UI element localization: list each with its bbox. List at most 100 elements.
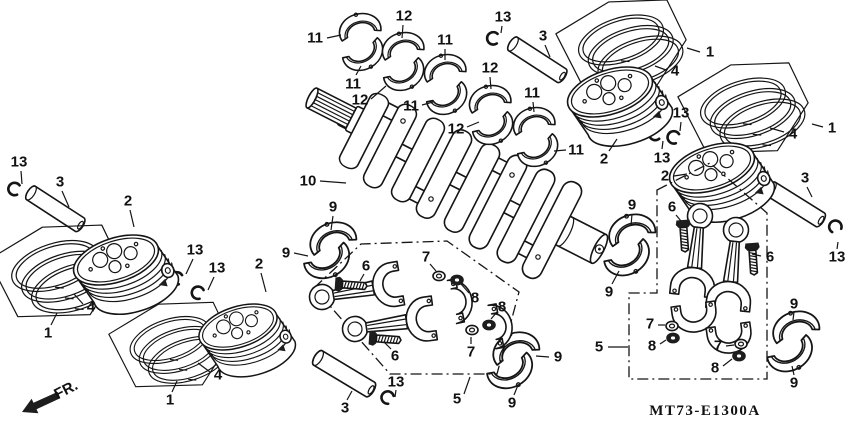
rod-bolt bbox=[743, 241, 763, 277]
callout-10: 10 bbox=[300, 173, 317, 190]
callout-8: 8 bbox=[498, 299, 506, 316]
leader-line bbox=[630, 213, 633, 227]
rod-nut bbox=[481, 319, 497, 331]
callout-9: 9 bbox=[282, 245, 290, 262]
leader-line bbox=[293, 252, 309, 257]
callout-11: 11 bbox=[524, 85, 540, 102]
callout-11: 11 bbox=[437, 32, 453, 49]
leader-line bbox=[370, 85, 387, 100]
callout-11: 11 bbox=[345, 76, 361, 93]
callout-9: 9 bbox=[508, 395, 516, 412]
rod-washer bbox=[432, 270, 446, 282]
callout-3: 3 bbox=[539, 28, 547, 45]
callout-5: 5 bbox=[453, 391, 461, 408]
leader-line bbox=[207, 276, 215, 291]
rod-washer bbox=[734, 338, 748, 350]
leader-line bbox=[679, 121, 682, 132]
leader-line bbox=[811, 123, 824, 128]
leader-line bbox=[608, 138, 618, 152]
leader-line bbox=[490, 311, 498, 320]
leader-line bbox=[185, 258, 194, 275]
leader-line bbox=[466, 121, 480, 128]
pin-clip bbox=[485, 30, 500, 47]
callout-11: 11 bbox=[307, 30, 323, 47]
callout-12: 12 bbox=[448, 121, 465, 138]
rod-assembly-outline bbox=[313, 240, 520, 375]
leader-line bbox=[319, 180, 347, 184]
callout-8: 8 bbox=[471, 290, 479, 307]
leader-line bbox=[673, 173, 688, 177]
piston-pin bbox=[309, 348, 379, 400]
pin-clip bbox=[188, 283, 206, 302]
rod-nut bbox=[665, 332, 681, 344]
leader-line bbox=[675, 214, 682, 222]
leader-line bbox=[330, 215, 334, 231]
callout-2: 2 bbox=[661, 168, 669, 185]
leader-line bbox=[661, 140, 664, 150]
callout-8: 8 bbox=[711, 360, 719, 377]
callout-2: 2 bbox=[124, 193, 132, 210]
leader-line bbox=[460, 283, 470, 294]
callout-4: 4 bbox=[671, 63, 680, 80]
main-bearing-lower bbox=[425, 80, 475, 124]
callout-2: 2 bbox=[600, 151, 608, 168]
leader-line bbox=[50, 312, 58, 326]
oil-hole bbox=[400, 118, 406, 124]
oil-hole bbox=[509, 172, 515, 178]
callout-9: 9 bbox=[628, 197, 636, 214]
leader-line bbox=[553, 149, 567, 152]
callout-4: 4 bbox=[214, 367, 223, 384]
leader-line bbox=[429, 263, 437, 272]
leader-line bbox=[346, 390, 353, 401]
rod-washer bbox=[665, 320, 679, 332]
callout-13: 13 bbox=[187, 242, 204, 259]
leader-line bbox=[535, 355, 550, 358]
leader-line bbox=[654, 65, 667, 71]
piston bbox=[66, 221, 186, 328]
callout-3: 3 bbox=[56, 174, 64, 191]
leader-line bbox=[171, 380, 178, 393]
diagram-code: MT73-E1300A bbox=[649, 403, 761, 419]
leader-line bbox=[792, 311, 795, 321]
callout-8: 8 bbox=[648, 338, 656, 355]
main-bearing-lower bbox=[341, 36, 391, 80]
callout-13: 13 bbox=[388, 374, 405, 391]
leader-line bbox=[769, 127, 785, 133]
main-bearing-upper bbox=[508, 100, 557, 137]
callout-3: 3 bbox=[801, 170, 809, 187]
leader-line bbox=[806, 186, 813, 198]
rod-bearing-upper bbox=[486, 323, 542, 367]
callout-7: 7 bbox=[422, 249, 430, 266]
leader-line bbox=[489, 76, 492, 90]
callout-4: 4 bbox=[87, 299, 96, 316]
callout-12: 12 bbox=[396, 8, 413, 25]
leader-line bbox=[791, 365, 795, 376]
callout-12: 12 bbox=[482, 60, 499, 77]
callout-12: 12 bbox=[352, 92, 369, 109]
leader-line bbox=[20, 170, 23, 185]
pin-clip bbox=[5, 179, 22, 198]
callout-6: 6 bbox=[668, 199, 676, 216]
callout-1: 1 bbox=[706, 44, 714, 61]
oil-hole bbox=[535, 254, 541, 260]
leader-line bbox=[725, 344, 735, 347]
callout-5: 5 bbox=[595, 339, 603, 356]
leader-line bbox=[722, 358, 733, 367]
crankshaft bbox=[305, 87, 609, 283]
callout-9: 9 bbox=[605, 284, 613, 301]
leader-line bbox=[686, 47, 701, 53]
leader-line bbox=[129, 209, 135, 228]
callout-6: 6 bbox=[391, 348, 399, 365]
main-bearing-upper bbox=[377, 25, 426, 62]
leader-line bbox=[326, 34, 342, 39]
rod-assembly-outline bbox=[628, 162, 768, 380]
leader-line bbox=[197, 362, 211, 373]
callout-6: 6 bbox=[766, 249, 774, 266]
rod-bolt bbox=[367, 329, 403, 349]
callout-11: 11 bbox=[568, 142, 584, 159]
callout-1: 1 bbox=[166, 392, 174, 409]
callout-1: 1 bbox=[44, 325, 52, 342]
